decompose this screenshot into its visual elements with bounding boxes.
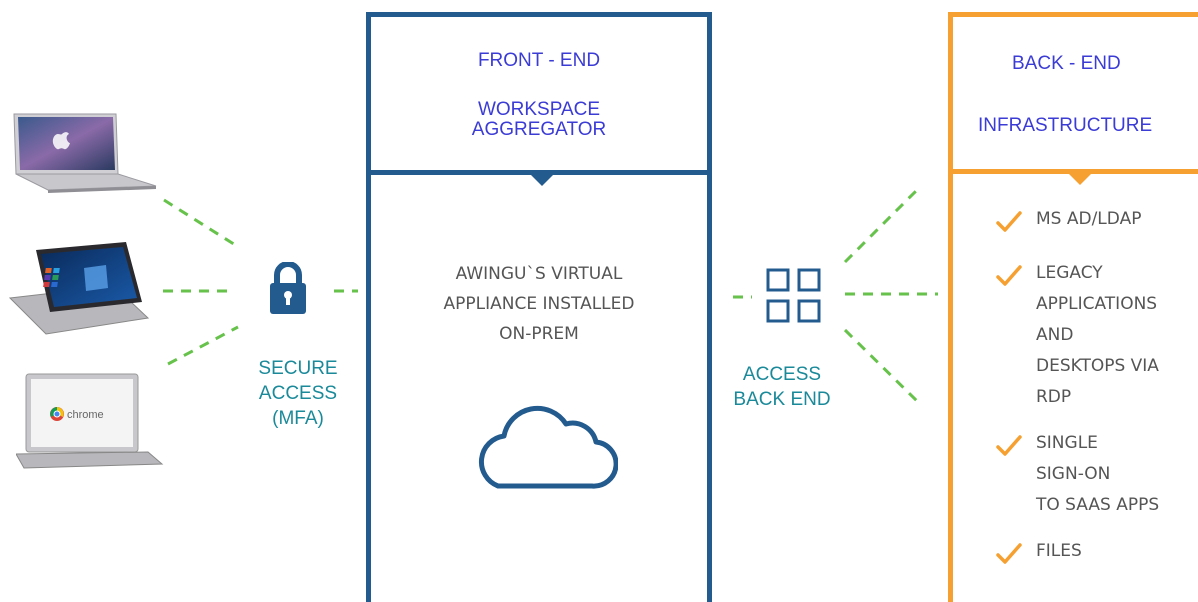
feature-line: SINGLE	[1036, 433, 1098, 453]
feature-line: RDP	[1036, 387, 1072, 407]
feature-text: MS AD/LDAP	[1036, 204, 1141, 235]
feature-item-ms-ad: MS AD/LDAP	[996, 209, 1141, 235]
appliance-description: AWINGU`S VIRTUAL APPLIANCE INSTALLED ON-…	[366, 259, 712, 349]
feature-line: FILES	[1036, 541, 1082, 561]
feature-line: SIGN-ON	[1036, 464, 1111, 484]
secure-access-line-2: ACCESS	[258, 383, 338, 404]
checkmark-icon	[996, 211, 1022, 232]
connector-chromebook	[167, 325, 239, 366]
macbook-laptop-icon	[13, 113, 157, 193]
secure-access-label: SECURE ACCESS (MFA)	[238, 356, 358, 431]
feature-text: SINGLE SIGN-ON TO SAAS APPS	[1036, 428, 1159, 521]
front-end-subtitle: WORKSPACE AGGREGATOR	[366, 100, 712, 140]
back-end-subtitle: INFRASTRUCTURE	[978, 115, 1153, 136]
checkmark-icon	[996, 543, 1022, 564]
feature-line: LEGACY	[1036, 263, 1103, 283]
connector-grid-top	[843, 185, 922, 264]
lock-icon	[270, 262, 306, 314]
feature-item-single-sign-on: SINGLE SIGN-ON TO SAAS APPS	[996, 433, 1159, 521]
feature-item-legacy-apps: LEGACY APPLICATIONS AND DESKTOPS VIA RDP	[996, 263, 1159, 413]
front-end-notch	[531, 175, 553, 186]
access-back-end-line-2: BACK END	[733, 389, 831, 410]
feature-line: DESKTOPS VIA	[1036, 356, 1159, 376]
chromebook-laptop-icon: chrome	[16, 373, 164, 469]
back-end-notch	[1069, 174, 1091, 185]
chromebook-screen-text: chrome	[67, 409, 104, 421]
checkmark-icon	[996, 265, 1022, 286]
apps-grid-icon	[766, 268, 821, 323]
checkmark-icon	[996, 435, 1022, 456]
secure-access-line-1: SECURE	[258, 358, 338, 379]
front-end-subtitle-line-1: WORKSPACE	[477, 99, 601, 120]
appliance-line-1: AWINGU`S VIRTUAL	[455, 264, 623, 284]
connector-grid-bottom	[843, 328, 922, 406]
back-end-divider	[948, 169, 1198, 174]
cloud-icon	[478, 405, 618, 489]
feature-line: TO SAAS APPS	[1036, 495, 1160, 515]
front-end-divider	[366, 170, 712, 175]
feature-line: AND	[1036, 325, 1074, 345]
access-back-end-line-1: ACCESS	[742, 364, 822, 385]
front-end-title: FRONT - END	[477, 50, 601, 71]
appliance-line-3: ON-PREM	[499, 324, 579, 344]
connector-lines	[163, 185, 938, 406]
secure-access-line-3: (MFA)	[272, 408, 324, 429]
feature-line: MS AD/LDAP	[1036, 209, 1142, 229]
windows-2in1-laptop-icon	[8, 242, 150, 335]
access-back-end-label: ACCESS BACK END	[726, 362, 838, 412]
front-end-subtitle-line-2: AGGREGATOR	[471, 119, 607, 140]
feature-item-files: FILES	[996, 541, 1082, 567]
front-end-box	[366, 12, 712, 602]
back-end-title: BACK - END	[1012, 53, 1121, 74]
back-end-box	[948, 12, 1198, 602]
feature-text: FILES	[1036, 536, 1082, 567]
appliance-line-2: APPLIANCE INSTALLED	[443, 294, 635, 314]
connector-macbook	[163, 198, 241, 250]
feature-line: APPLICATIONS	[1036, 294, 1158, 314]
feature-text: LEGACY APPLICATIONS AND DESKTOPS VIA RDP	[1036, 258, 1159, 413]
